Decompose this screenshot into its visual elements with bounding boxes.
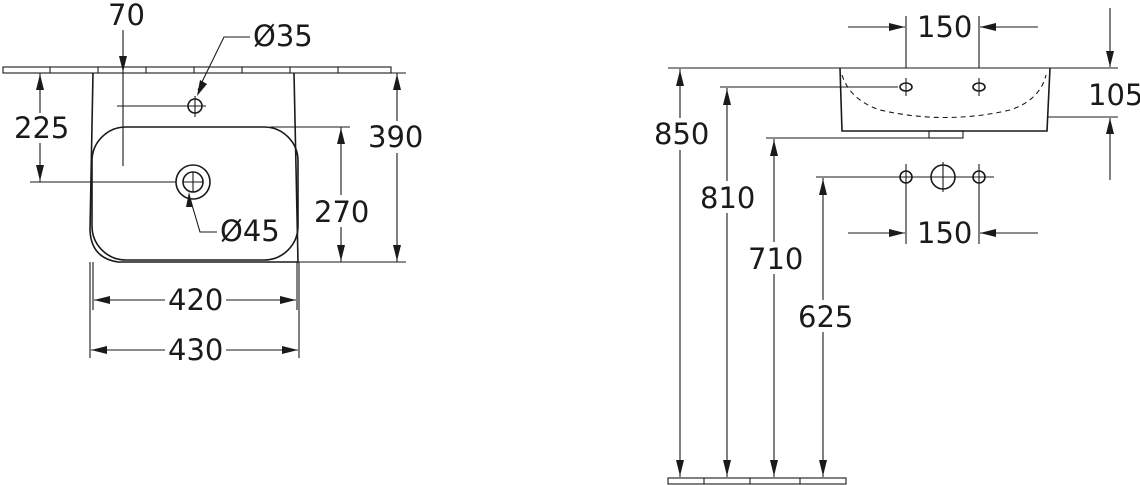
dim-overflow-position-label: 225 (14, 111, 69, 145)
fitting-left (899, 164, 913, 190)
dim-basin-height-label: 105 (1088, 78, 1140, 112)
dim-bowl-width-label: 420 (168, 283, 223, 317)
side-view: 150 105 850 810 (652, 8, 1140, 485)
wall-fittings (816, 162, 994, 192)
dim-810-label: 810 (700, 181, 755, 215)
dim-625: 625 (796, 178, 856, 477)
dim-total-width-label: 430 (168, 333, 223, 367)
dim-fitting-spacing: 150 (848, 190, 1038, 250)
top-view: 70 Ø35 225 Ø45 (2, 0, 428, 367)
dim-850-label: 850 (654, 117, 709, 151)
fitting-right (972, 164, 986, 190)
fitting-waste (930, 162, 956, 192)
side-tap-hole-right (972, 78, 986, 96)
dim-810: 810 (698, 86, 898, 477)
dim-tap-spacing-top-label: 150 (917, 10, 972, 44)
dim-710-label: 710 (748, 242, 803, 276)
dim-850: 850 (652, 69, 712, 477)
dim-tap-hole: Ø35 (197, 19, 313, 96)
dim-total-depth: 390 (294, 72, 428, 263)
dim-bowl-depth-label: 270 (314, 195, 369, 229)
dim-710: 710 (746, 137, 930, 477)
dim-overflow-position: 225 (12, 73, 70, 182)
tap-hole (185, 96, 206, 117)
basin-outer-outline (89, 72, 299, 263)
top-wall-strip (2, 66, 392, 74)
dim-tap-hole-label: 35 (276, 19, 313, 53)
side-tap-hole-left (899, 78, 913, 96)
dim-basin-height: 105 (1047, 8, 1140, 180)
side-basin-body (839, 67, 1051, 139)
basin-bowl-outline (91, 126, 299, 261)
waste-hole (175, 164, 211, 200)
waste-hole-diameter-symbol: Ø (220, 214, 243, 248)
dim-total-depth-label: 390 (368, 120, 423, 154)
dim-fitting-spacing-label: 150 (917, 216, 972, 250)
floor-strip (667, 477, 847, 485)
tap-hole-diameter-symbol: Ø (253, 19, 276, 53)
dim-bowl-depth: 270 (270, 126, 372, 263)
dim-waste-hole-label: 45 (243, 214, 280, 248)
dim-tap-spacing-top: 150 (848, 10, 1038, 68)
dim-tap-offset-label: 70 (108, 0, 145, 32)
dim-bowl-width: 420 (92, 262, 298, 317)
svg-text:Ø45: Ø45 (220, 214, 280, 248)
svg-text:Ø35: Ø35 (253, 19, 313, 53)
dim-tap-offset: 70 (108, 0, 145, 166)
dim-total-width: 430 (89, 262, 300, 367)
dim-waste-hole: Ø45 (186, 192, 280, 248)
dim-625-label: 625 (798, 300, 853, 334)
